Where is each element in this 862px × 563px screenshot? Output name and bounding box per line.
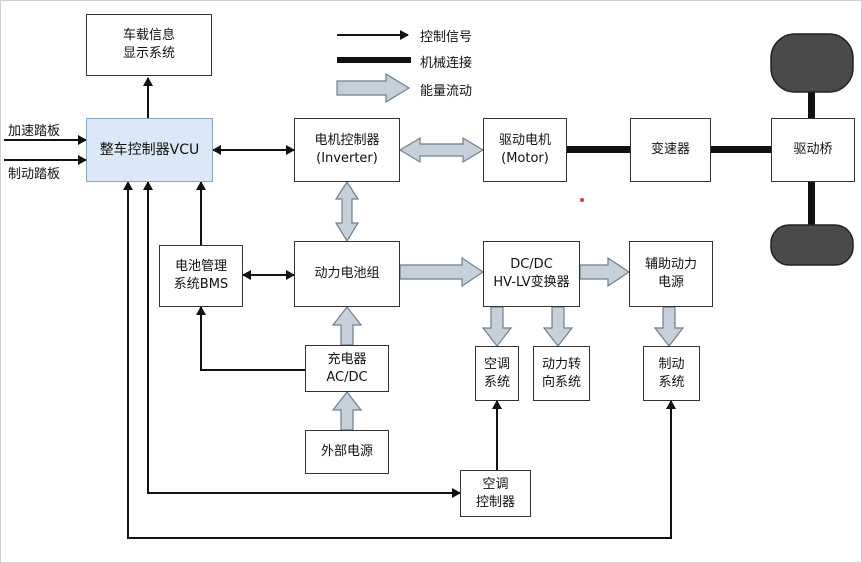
ac-system-box: 空调 系统	[475, 346, 519, 401]
transmission-box: 变速器	[630, 118, 711, 182]
legend-energy-flow-arrow	[336, 72, 411, 104]
energy-charger-battery-arrow	[331, 306, 363, 346]
transmission-axle-shaft	[711, 146, 771, 153]
energy-inverter-battery-arrow	[334, 180, 360, 243]
energy-inverter-motor-arrow	[398, 136, 485, 164]
dcdc-converter-box: DC/DC HV-LV变换器	[483, 241, 580, 307]
control-signals	[4, 77, 676, 539]
aux-power-box: 辅助动力 电源	[629, 241, 713, 307]
wheel-top	[770, 33, 854, 93]
brake-pedal-label: 制动踏板	[8, 167, 61, 182]
bms-box: 电池管理 系统BMS	[159, 245, 243, 307]
red-dot	[580, 198, 584, 202]
brake-system-box: 制动 系统	[643, 346, 700, 401]
motor-transmission-shaft	[566, 146, 630, 153]
legend-mechanical-line	[337, 57, 411, 63]
legend-energy-flow-label: 能量流动	[420, 84, 473, 99]
energy-dcdc-steering-arrow	[542, 306, 574, 347]
legend-mechanical-label: 机械连接	[420, 56, 473, 71]
charger-box: 充电器 AC/DC	[305, 345, 389, 392]
display-system-box: 车载信息 显示系统	[86, 14, 212, 76]
inverter-box: 电机控制器 (Inverter)	[294, 118, 400, 182]
ac-controller-box: 空调 控制器	[460, 470, 531, 517]
external-power-box: 外部电源	[305, 430, 389, 474]
accel-pedal-label: 加速踏板	[8, 124, 61, 139]
energy-dcdc-ac-arrow	[481, 306, 513, 347]
signal-vcu-ac-controller	[143, 181, 461, 498]
drive-axle-box: 驱动桥	[771, 118, 855, 182]
energy-battery-dcdc-arrow	[399, 256, 485, 288]
power-steering-box: 动力转 向系统	[533, 346, 590, 401]
battery-pack-box: 动力电池组	[294, 241, 400, 307]
vcu-box: 整车控制器VCU	[86, 118, 213, 182]
wheel-bottom	[770, 224, 854, 266]
motor-box: 驱动电机 (Motor)	[483, 118, 567, 182]
energy-external-charger-arrow	[331, 391, 363, 431]
energy-aux-brake-arrow	[653, 306, 685, 347]
legend-control-signal-label: 控制信号	[420, 30, 473, 45]
energy-dcdc-aux-arrow	[579, 256, 631, 288]
legend	[336, 30, 411, 104]
signal-charger-bms	[196, 306, 305, 371]
signal-vcu-brake-system	[123, 181, 676, 539]
